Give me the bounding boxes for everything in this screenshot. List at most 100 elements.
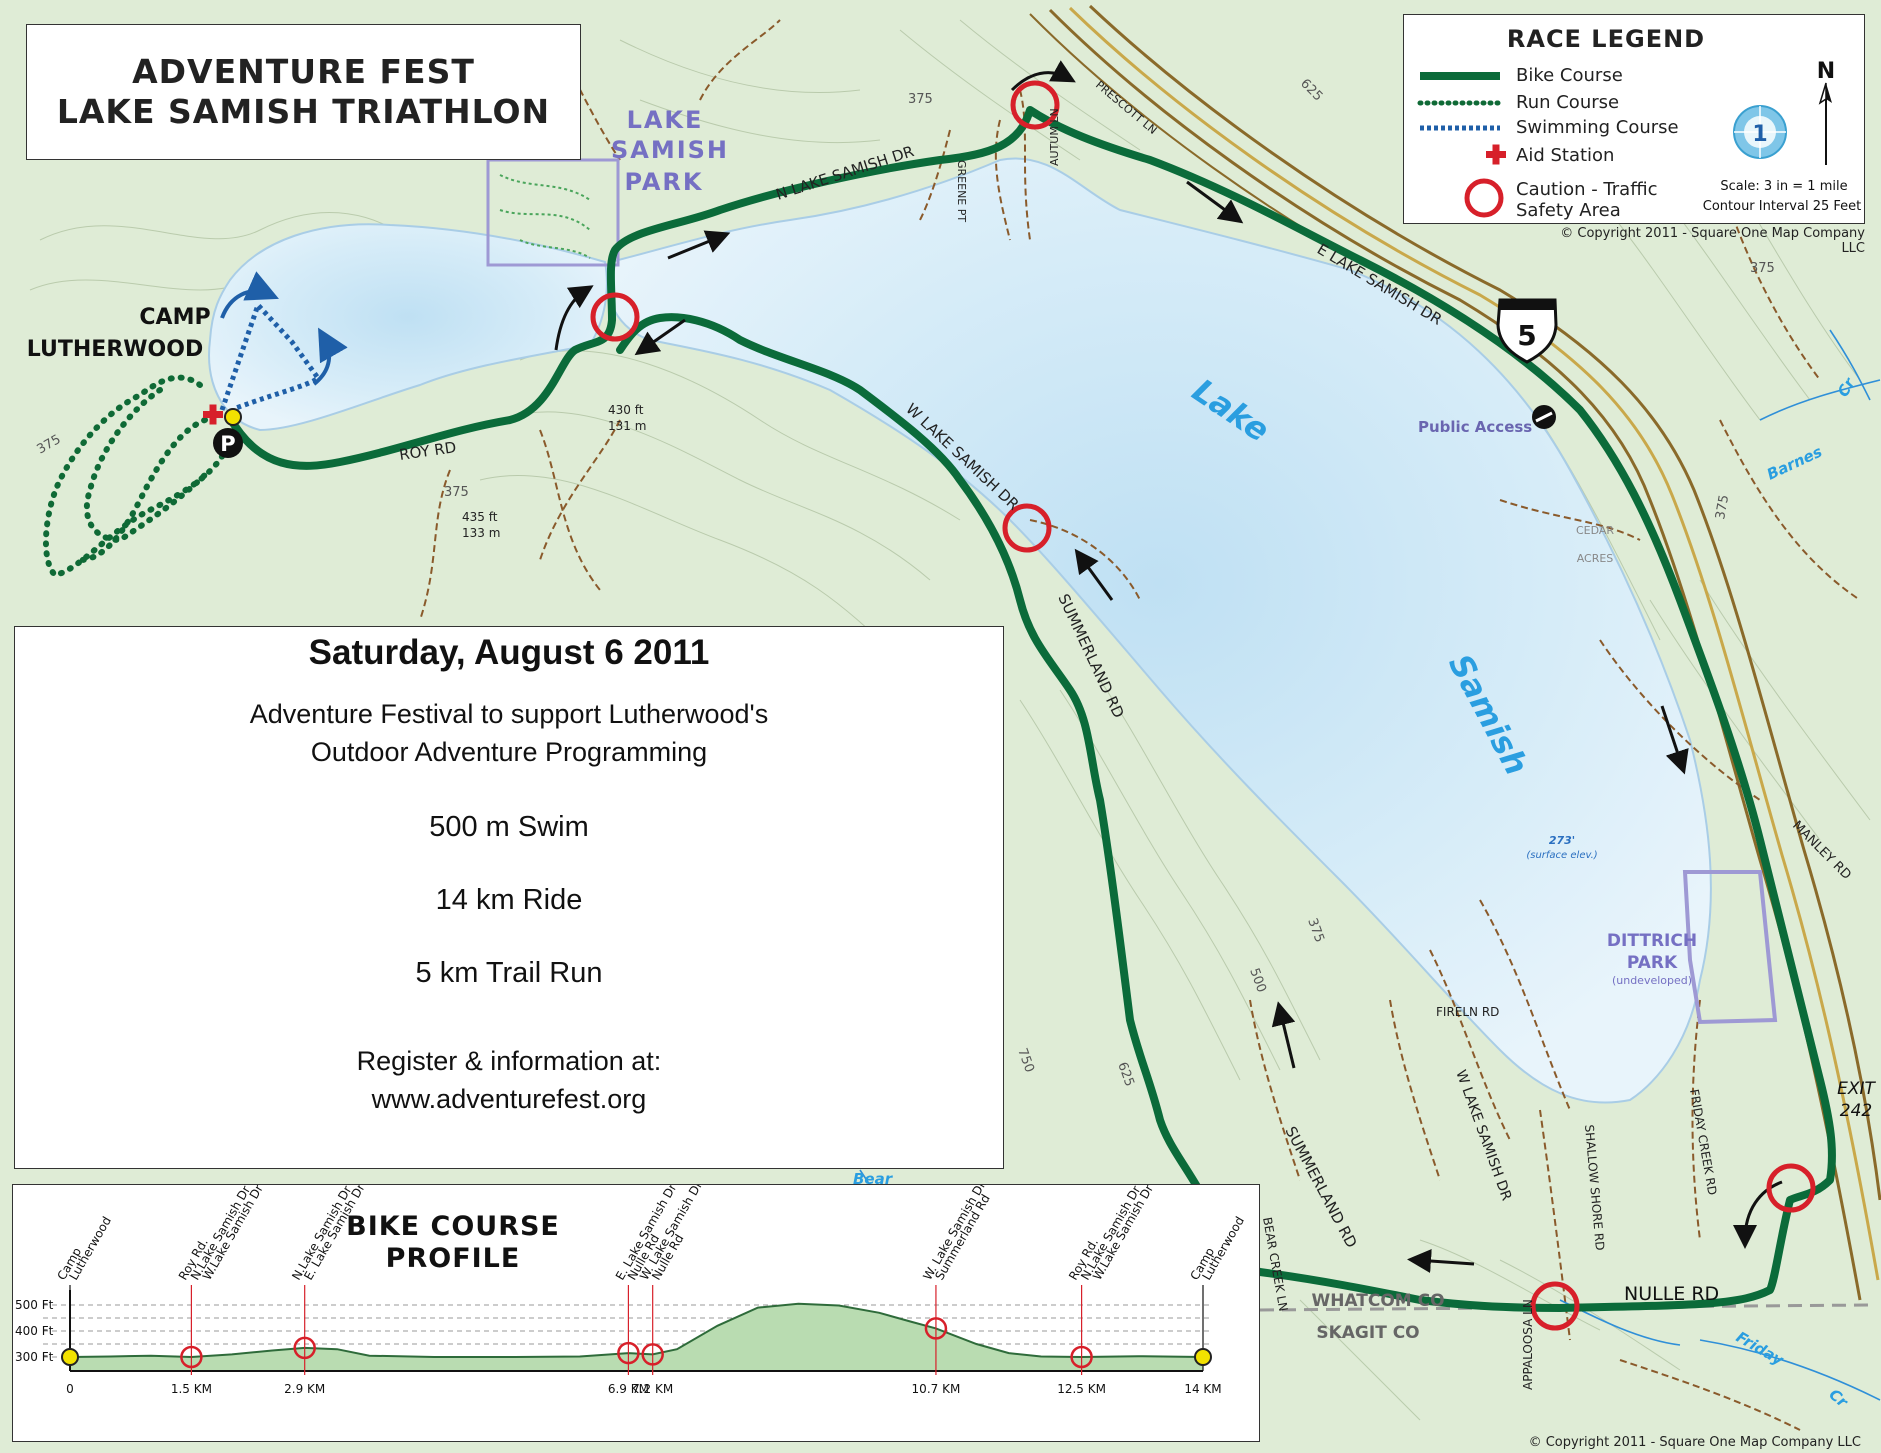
- profile-title-line2: PROFILE: [386, 1243, 521, 1274]
- website-link[interactable]: www.adventurefest.org: [371, 1084, 647, 1114]
- copyright-top: © Copyright 2011 - Square One Map Compan…: [1560, 226, 1865, 256]
- surface-elev-label: (surface elev.): [1526, 850, 1597, 861]
- event-swim: 500 m Swim: [429, 811, 589, 843]
- profile-elevation-line: [69, 1302, 1204, 1359]
- legend-item-caution-line2: Safety Area: [1516, 200, 1621, 221]
- event-ride: 14 km Ride: [435, 884, 583, 916]
- skagit-co-label: SKAGIT CO: [1316, 1323, 1419, 1343]
- red-cross-icon: [1486, 144, 1506, 165]
- autum-ln-label: AUTUM LN: [1048, 108, 1061, 166]
- profile-endpoint-marker: [61, 1348, 79, 1366]
- event-info-box: Saturday, August 6 2011 Adventure Festiv…: [14, 626, 1004, 1169]
- north-label: N: [1817, 59, 1835, 84]
- profile-x-tick: 0: [66, 1382, 74, 1396]
- contour-lines: [29, 19, 1871, 1421]
- event-description: Adventure Festival to support Lutherwood…: [15, 695, 1003, 771]
- dittrich-park-line2: PARK: [1627, 953, 1678, 973]
- cedar-acres-line2: ACRES: [1577, 552, 1614, 565]
- legend-item-caution: Caution - Traffic: [1516, 179, 1658, 200]
- appaloosa-ln-label: APPALOOSA LN: [1521, 1299, 1535, 1390]
- profile-caution-circle: [924, 1317, 948, 1340]
- map-index-globe-icon: 1: [1733, 105, 1787, 159]
- dittrich-park-line1: DITTRICH: [1607, 931, 1697, 951]
- county-line: [1259, 1303, 1871, 1312]
- camp-lutherwood-line1: CAMP: [139, 305, 210, 330]
- title-line1: ADVENTURE FEST: [132, 52, 475, 91]
- contour-label: 375: [1750, 261, 1775, 276]
- map-index-number: 1: [1752, 122, 1767, 147]
- profile-x-tick: 2.9 KM: [284, 1382, 325, 1396]
- lake-samish-park-boundary: [486, 158, 620, 267]
- lake-west-lobe: [208, 223, 608, 432]
- contour-label: 375: [444, 485, 469, 500]
- legend-item-aid: Aid Station: [1516, 145, 1615, 166]
- scale-label: Scale: 3 in = 1 mile: [1720, 179, 1847, 194]
- profile-title-line1: BIKE COURSE: [346, 1211, 560, 1242]
- whatcom-co-label: WHATCOM CO: [1311, 1291, 1444, 1311]
- profile-y-tick: 500 Ft: [15, 1298, 54, 1312]
- copyright-bottom: © Copyright 2011 - Square One Map Compan…: [1529, 1435, 1861, 1450]
- lake-samish-water: [606, 157, 1712, 1104]
- description-line1: Adventure Festival to support Lutherwood…: [249, 699, 769, 729]
- undeveloped-label: (undeveloped): [1612, 974, 1692, 987]
- surface-elev-value: 273': [1549, 834, 1575, 847]
- profile-caution-circle: [180, 1345, 203, 1369]
- svg-text:P: P: [220, 432, 235, 456]
- title-line2: LAKE SAMISH TRIATHLON: [56, 92, 551, 131]
- race-legend: RACE LEGEND N 1 Scale: 3 in = 1 mile Con…: [1403, 14, 1865, 224]
- exit-number: 242: [1840, 1101, 1872, 1121]
- swim-arrow-left: [220, 271, 279, 319]
- swim-arrow-right: [312, 327, 348, 386]
- public-access-label: Public Access: [1418, 418, 1532, 436]
- i5-shield-number: 5: [1517, 319, 1536, 352]
- park-trails: [499, 174, 591, 259]
- contour-interval-label: Contour Interval 25 Feet: [1703, 199, 1862, 214]
- legend-symbols: N 1 Scale: 3 in = 1 mile Contour Interva…: [1417, 59, 1862, 218]
- exit-label: EXIT: [1837, 1079, 1876, 1099]
- bike-direction-arrows: [554, 60, 1783, 1274]
- profile-endpoint-marker: [1194, 1348, 1212, 1366]
- legend-title: RACE LEGEND: [1506, 25, 1706, 53]
- start-finish-marker: [224, 408, 242, 426]
- nulle-rd-label: NULLE RD: [1624, 1283, 1719, 1305]
- legend-item-bike: Bike Course: [1516, 65, 1623, 86]
- profile-x-tick: 7.2 KM: [632, 1382, 673, 1396]
- camp-lutherwood-line2: LUTHERWOOD: [27, 337, 203, 362]
- greene-pt-label: GREENE PT: [955, 160, 968, 222]
- profile-x-tick: 1.5 KM: [171, 1382, 212, 1396]
- profile-x-tick: 14 KM: [1184, 1382, 1221, 1396]
- bike-course: [226, 106, 1836, 1312]
- fireln-rd-label: FIRELN RD: [1436, 1005, 1499, 1019]
- dittrich-park-boundary: [1682, 870, 1778, 1025]
- legend-item-run: Run Course: [1516, 92, 1620, 113]
- event-date: Saturday, August 6 2011: [308, 633, 710, 672]
- profile-x-tick: 6.9 KM: [608, 1382, 649, 1396]
- peak2-ft: 435 ft: [462, 510, 498, 524]
- boat-launch-icon: [1532, 405, 1556, 429]
- profile-caution-circle: [1070, 1345, 1093, 1369]
- lake-samish-park-line2: SAMISH: [611, 136, 729, 164]
- swim-course: [219, 300, 322, 411]
- lake-samish-park-line1: LAKE: [627, 106, 704, 134]
- title-box: ADVENTURE FEST LAKE SAMISH TRIATHLON: [26, 24, 581, 160]
- peak1-ft: 430 ft: [608, 403, 644, 417]
- contour-label: 375: [1713, 494, 1732, 521]
- lake-samish-park-line3: PARK: [624, 168, 703, 196]
- profile-elevation-area: [70, 1303, 1203, 1371]
- bear-creek-label: Bear: [853, 1170, 894, 1188]
- parking-icon: P: [213, 428, 243, 458]
- run-course: [43, 374, 233, 579]
- peak2-m: 133 m: [462, 526, 500, 540]
- event-run: 5 km Trail Run: [415, 957, 603, 989]
- i5-shield-icon: 5: [1496, 298, 1558, 364]
- peak1-m: 131 m: [608, 419, 646, 433]
- profile-x-tick: 10.7 KM: [912, 1382, 961, 1396]
- aid-station-icon: [203, 404, 223, 425]
- profile-y-tick: 300 Ft: [15, 1350, 54, 1364]
- profile-x-tick: 12.5 KM: [1057, 1382, 1106, 1396]
- red-circle-icon: [1464, 178, 1504, 218]
- legend-item-swim: Swimming Course: [1516, 117, 1679, 138]
